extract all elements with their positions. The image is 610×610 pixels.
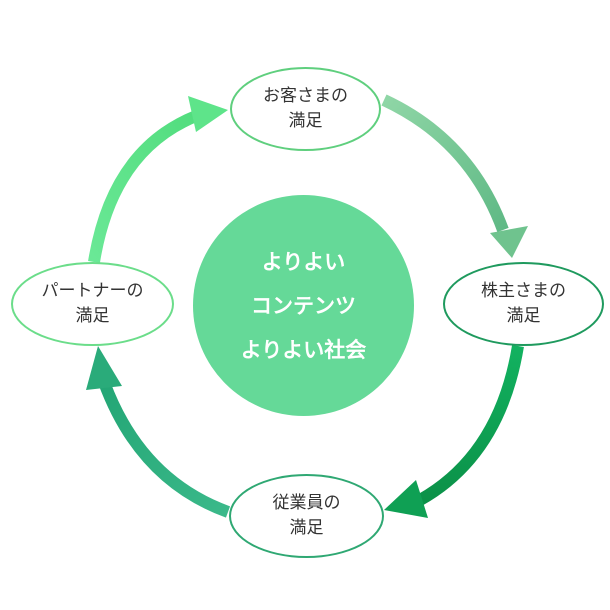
node-customer-satisfaction: お客さまの 満足 [230, 67, 381, 151]
node-partner-satisfaction: パートナーの 満足 [11, 262, 174, 346]
node-label-line-2: 満足 [288, 111, 323, 131]
node-label-line-1: 従業員の [272, 493, 341, 513]
node-label-line-1: パートナーの [41, 281, 144, 301]
node-label-line-2: 満足 [75, 306, 110, 326]
node-shareholder-satisfaction: 株主さまの 満足 [443, 262, 604, 346]
arrow-top-to-right [381, 94, 509, 233]
arrow-left-to-top [88, 110, 199, 263]
center-line-2: コンテンツ [251, 293, 356, 318]
arrow-bottom-to-left [98, 379, 231, 518]
arrow-head-left-to-top [188, 96, 228, 132]
node-employee-satisfaction: 従業員の 満足 [229, 474, 384, 558]
arrow-right-to-bottom [417, 345, 524, 506]
center-circle: よりよい コンテンツ よりよい社会 [193, 195, 414, 416]
node-label-line-2: 満足 [506, 306, 541, 326]
arrow-head-bottom-to-left [86, 346, 122, 390]
arrow-head-top-to-right [490, 226, 528, 258]
node-label-line-1: お客さまの [263, 86, 348, 106]
node-label-line-2: 満足 [289, 518, 324, 538]
center-line-3: よりよい社会 [240, 337, 367, 362]
center-line-1: よりよい [261, 249, 346, 274]
node-label-line-1: 株主さまの [481, 281, 566, 301]
arrow-head-right-to-bottom [384, 480, 428, 518]
